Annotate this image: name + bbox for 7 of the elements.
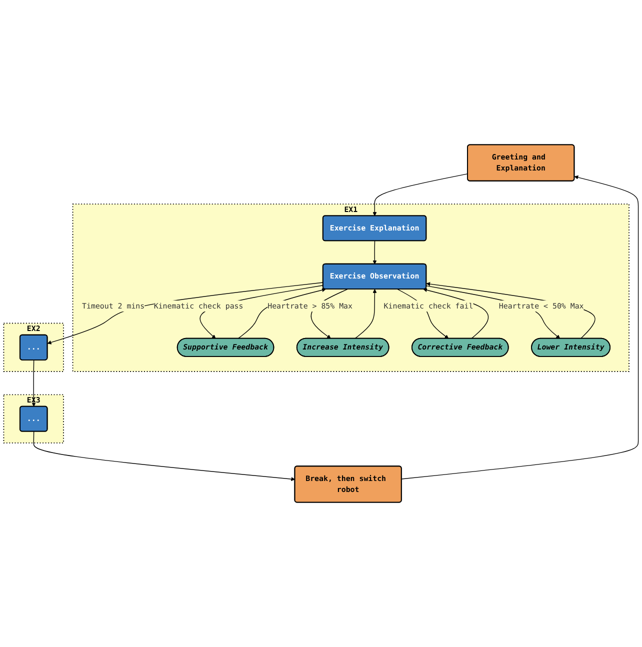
arrow [33, 431, 296, 482]
arrow [372, 240, 377, 264]
arrow [401, 175, 639, 480]
arrow [423, 288, 489, 339]
arrow [372, 174, 468, 216]
arrow [354, 289, 377, 339]
arrow [32, 360, 36, 407]
